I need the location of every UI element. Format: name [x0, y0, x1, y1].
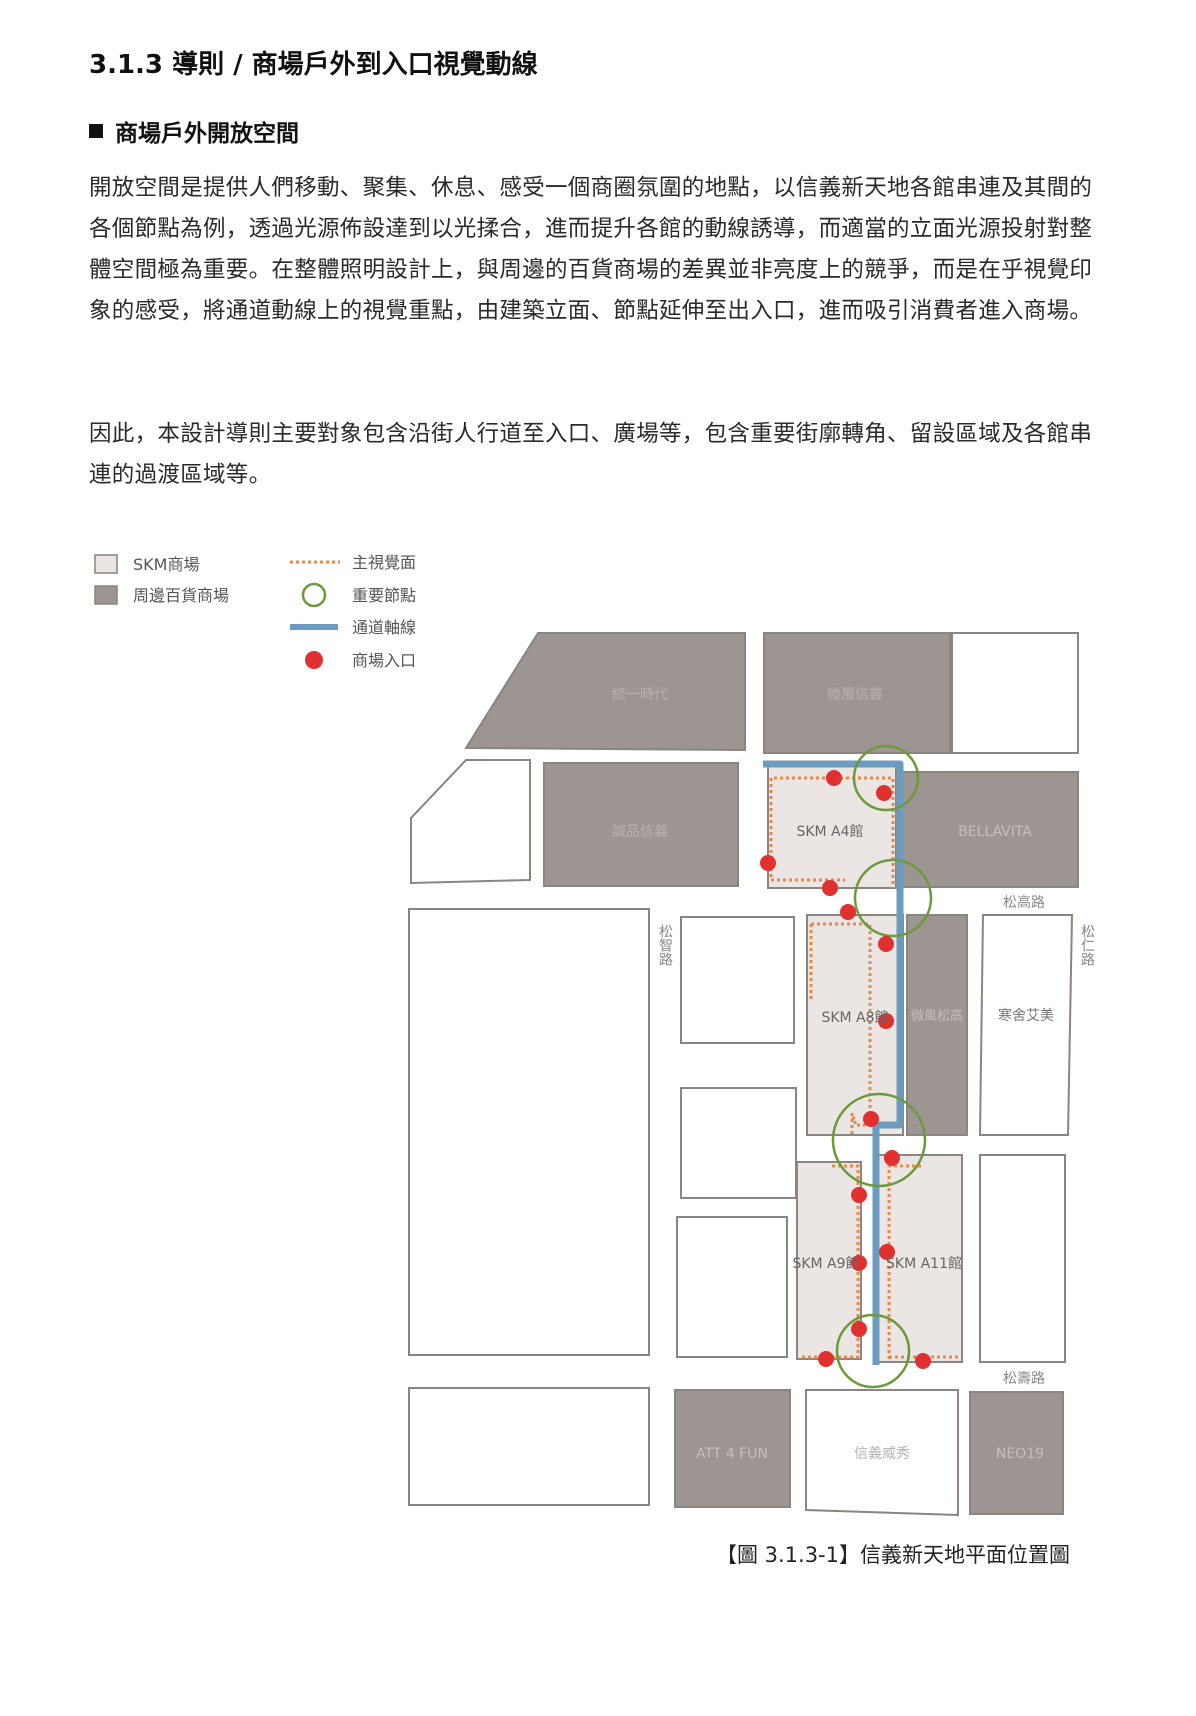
- main-view-a11: [887, 1164, 924, 1359]
- main-view-a4: [769, 776, 895, 888]
- building-tongyi: [464, 632, 746, 752]
- building-weifeng-songgao: [906, 914, 968, 1136]
- entrance-a4-3: [760, 855, 776, 871]
- block-songzhi-3: [676, 1216, 788, 1358]
- label-bellavita: BELLAVITA: [958, 824, 1032, 840]
- legend-main-view-label: 主視覺面: [352, 553, 416, 572]
- entrance-a9-2: [851, 1255, 867, 1271]
- entrance-a9-3: [851, 1321, 867, 1337]
- label-neo19: NEO19: [996, 1446, 1044, 1462]
- entrance-a8-2: [878, 1013, 894, 1029]
- entrance-a11-1: [884, 1150, 900, 1166]
- entrance-a11-3: [915, 1353, 931, 1369]
- subsection-heading: 商場戶外開放空間: [89, 114, 299, 148]
- block-songzhi-2: [680, 1087, 797, 1199]
- subsection-heading-text: 商場戶外開放空間: [115, 121, 299, 147]
- body-paragraph-1: 開放空間是提供人們移動、聚集、休息、感受一個商圈氛圍的地點，以信義新天地各館串連…: [89, 175, 1093, 324]
- building-weifeng-xinyi: [763, 632, 951, 754]
- figure-caption: 【圖 3.1.3-1】信義新天地平面位置圖: [715, 1543, 1070, 1567]
- label-skm-a9: SKM A9館: [792, 1255, 859, 1272]
- building-neo19: [969, 1391, 1064, 1515]
- label-xinyi-vieshow: 信義威秀: [854, 1445, 910, 1462]
- key-node-2: [853, 858, 933, 938]
- entrance-a8-1: [878, 936, 894, 952]
- entrance-a4-1: [826, 770, 842, 786]
- label-tongyi: 統一時代: [612, 687, 668, 703]
- access-axis: [763, 760, 904, 1365]
- key-node-3: [831, 1092, 927, 1188]
- entrance-a4-2: [876, 785, 892, 801]
- building-att4fun: [674, 1389, 791, 1508]
- block-songzhi-1: [680, 916, 795, 1044]
- road-songren: 松仁路: [1079, 924, 1095, 966]
- building-bellavita: [901, 771, 1079, 888]
- label-skm-a11: SKM A11館: [886, 1255, 962, 1272]
- legend: SKM商場 周邊百貨商場 主視覺面 重要節點 通道軸線 商場入口: [94, 553, 416, 670]
- main-view-a8: [811, 922, 872, 1127]
- road-songgao: 松高路: [1003, 894, 1045, 911]
- block-saintmoritz: [978, 914, 1074, 1136]
- entrance-a9-4: [818, 1351, 834, 1367]
- block-east-lower: [979, 1154, 1066, 1363]
- key-node-4: [835, 1313, 911, 1389]
- legend-key-node-icon: [301, 582, 327, 608]
- block-xinyi-vieshow: [805, 1389, 959, 1517]
- square-bullet-icon: [89, 124, 103, 138]
- section-heading: 3.1.3 導則 / 商場戶外到入口視覺動線: [89, 50, 538, 80]
- legend-skm-label: SKM商場: [133, 555, 199, 574]
- label-skm-a4: SKM A4館: [796, 823, 863, 840]
- legend-entrance-icon: [305, 651, 323, 669]
- legend-skm-swatch: [94, 554, 118, 574]
- block-west-large: [408, 908, 650, 1356]
- label-weifeng-songgao: 微風松高: [911, 1008, 963, 1024]
- block-south-west: [408, 1387, 650, 1506]
- label-weifeng-xinyi: 微風信義: [827, 686, 883, 703]
- road-songshou: 松壽路: [1003, 1371, 1045, 1387]
- legend-entrance-label: 商場入口: [352, 651, 416, 670]
- label-att4fun: ATT 4 FUN: [696, 1446, 768, 1462]
- entrance-a4-4: [822, 880, 838, 896]
- block-northwest-small: [410, 759, 531, 885]
- legend-nearby-swatch: [94, 585, 118, 605]
- label-skm-a8: SKM A8館: [821, 1009, 888, 1026]
- entrance-a9-1: [851, 1187, 867, 1203]
- body-paragraph-2: 因此，本設計導則主要對象包含沿街人行道至入口、廣場等，包含重要街廓轉角、留設區域…: [89, 421, 1093, 488]
- block-northeast-outline: [951, 632, 1079, 754]
- entrance-a4-5: [840, 904, 856, 920]
- building-eslite: [543, 762, 739, 887]
- label-saintmoritz: 寒舍艾美: [998, 1007, 1054, 1024]
- key-node-1: [852, 744, 920, 812]
- legend-axis-label: 通道軸線: [352, 618, 416, 637]
- entrance-a8-3: [863, 1111, 879, 1127]
- entrance-a11-2: [879, 1244, 895, 1260]
- legend-key-node-label: 重要節點: [352, 586, 416, 605]
- label-eslite: 誠品信義: [612, 823, 668, 840]
- road-songzhi: 松智路: [657, 924, 673, 966]
- legend-nearby-label: 周邊百貨商場: [133, 586, 229, 605]
